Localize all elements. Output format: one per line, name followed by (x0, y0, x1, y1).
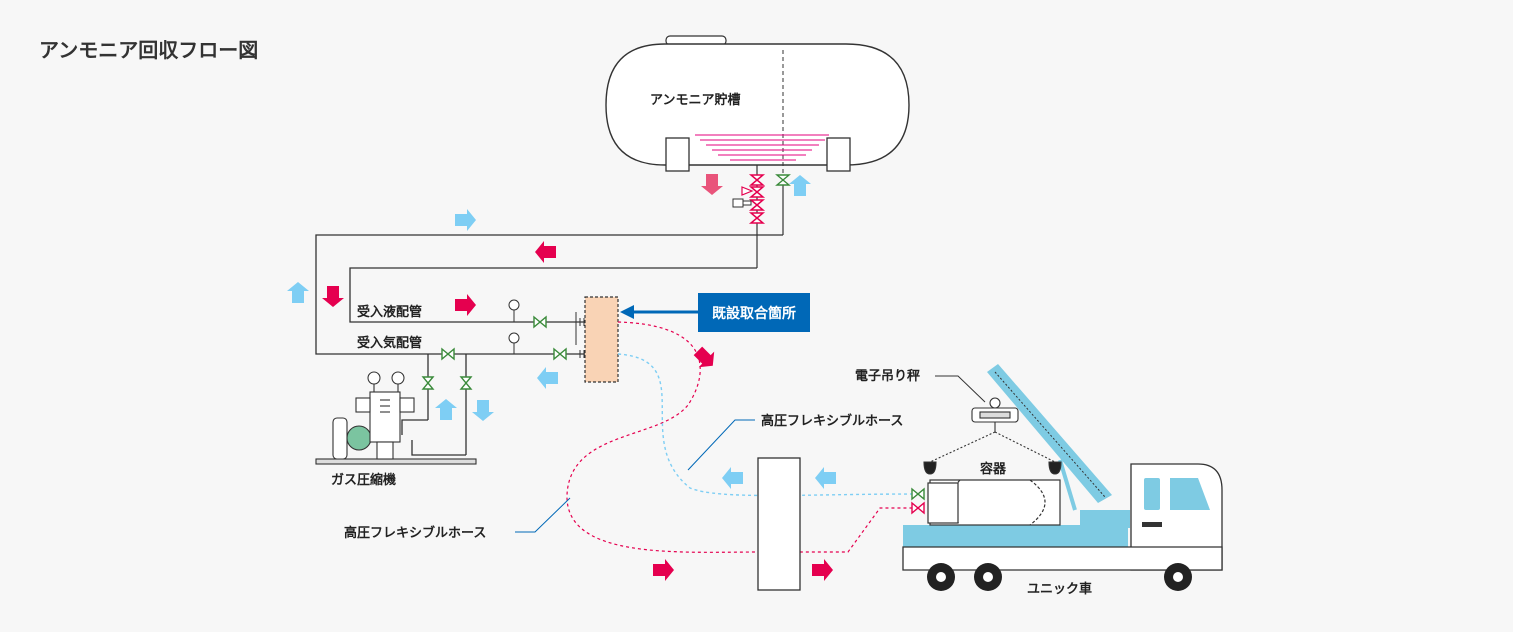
unic-truck (902, 364, 1223, 591)
gas-pipe-label: 受入気配管 (357, 335, 422, 351)
container (927, 479, 1061, 526)
gas-hose (617, 353, 919, 497)
pipe-valves (422, 299, 585, 390)
gas-compressor (315, 371, 477, 465)
existing-junction (584, 296, 619, 383)
scale-leader (935, 375, 986, 403)
liquid-pipe-label: 受入液配管 (357, 304, 422, 320)
callout-arrow (620, 305, 698, 319)
scale-label: 電子吊り秤 (855, 368, 920, 384)
page-title: アンモニア回収フロー図 (39, 38, 259, 62)
compressor-label: ガス圧縮機 (331, 472, 396, 488)
container-label: 容器 (979, 461, 1007, 477)
tank-label: アンモニア貯槽 (650, 92, 740, 108)
ammonia-tank: アンモニア貯槽 (605, 35, 910, 178)
container-valves (911, 488, 925, 515)
electronic-scale (923, 397, 1062, 475)
existing-point-callout: 既設取合箇所 (698, 293, 810, 332)
hose-upper-leader (687, 419, 755, 471)
truck-label: ユニック車 (1027, 581, 1092, 597)
liquid-hose (566, 321, 918, 553)
separator-wall (757, 457, 801, 591)
hose-lower-label: 高圧フレキシブルホース (344, 525, 486, 541)
hose-upper-label: 高圧フレキシブルホース (761, 413, 903, 429)
tank-outlet-valves (732, 165, 791, 268)
hose-lower-leader (515, 497, 571, 533)
